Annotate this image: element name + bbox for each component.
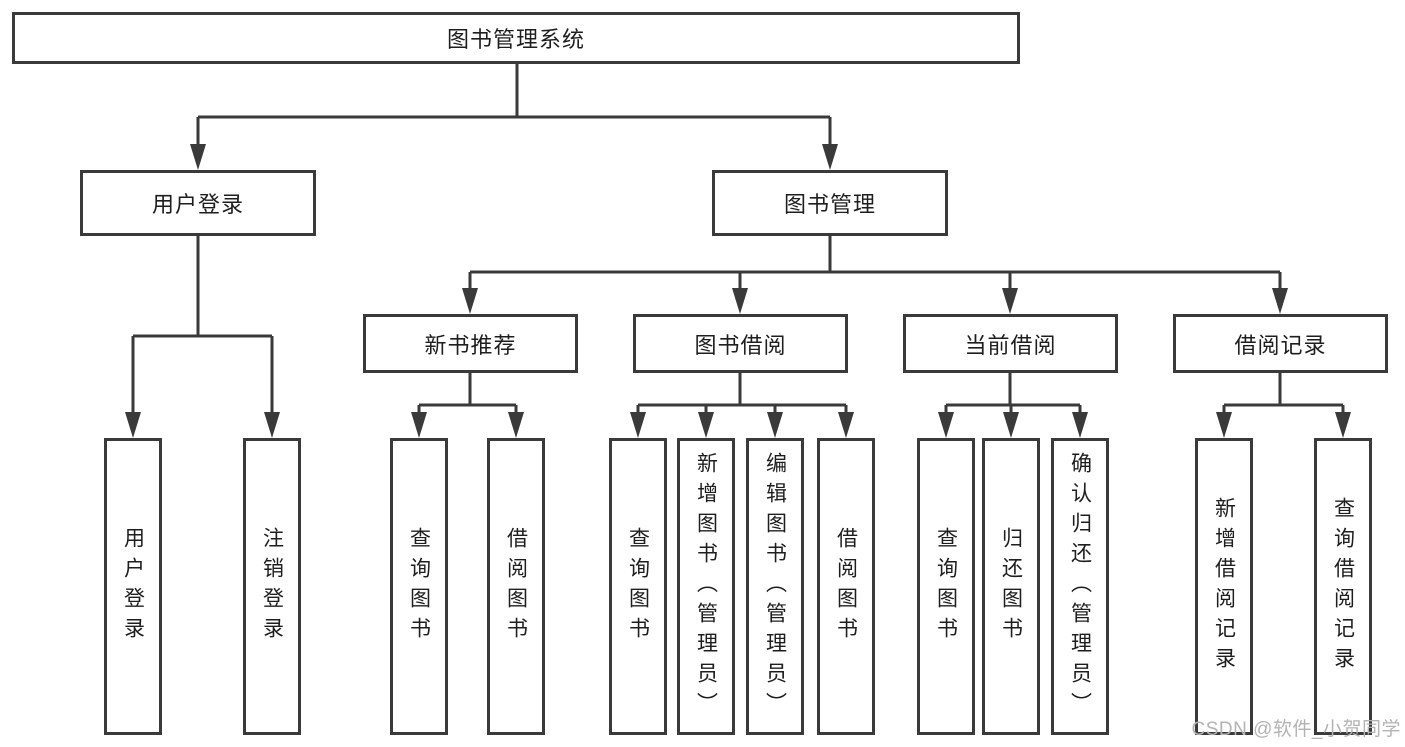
node-book-management-label: 图书管理 — [783, 192, 876, 217]
leaf-confirm-return-admin-label: 确认归还（管理员） — [1068, 451, 1092, 722]
node-library-system: 图书管理系统 — [12, 12, 1020, 64]
leaf-user-login: 用户登录 — [104, 438, 162, 735]
leaf-logout-login: 注销登录 — [243, 438, 301, 735]
leaf-logout-login-label: 注销登录 — [260, 526, 284, 647]
node-current-borrowing-label: 当前借阅 — [964, 332, 1057, 358]
leaf-query-borrow-record-label: 查询借阅记录 — [1331, 496, 1355, 677]
leaf-return-books-label: 归还图书 — [999, 526, 1023, 647]
node-book-borrowing-label: 图书借阅 — [694, 332, 787, 358]
node-library-system-label: 图书管理系统 — [446, 27, 585, 52]
leaf-borrow-books-borrowing-label: 借阅图书 — [834, 526, 858, 647]
leaf-query-books-current: 查询图书 — [917, 438, 975, 735]
leaf-borrow-books-recommend: 借阅图书 — [487, 438, 545, 735]
leaf-return-books: 归还图书 — [982, 438, 1040, 735]
leaf-confirm-return-admin: 确认归还（管理员） — [1051, 438, 1109, 735]
leaf-query-books-borrowing: 查询图书 — [609, 438, 667, 735]
leaf-edit-books-admin: 编辑图书（管理员） — [746, 438, 804, 735]
leaf-add-books-admin-label: 新增图书（管理员） — [694, 451, 718, 722]
node-new-book-recommend: 新书推荐 — [363, 314, 578, 373]
node-user-login-label: 用户登录 — [151, 192, 244, 217]
node-book-management: 图书管理 — [712, 170, 948, 236]
node-borrowing-records-label: 借阅记录 — [1234, 332, 1327, 358]
arrowheads — [125, 144, 1351, 438]
node-user-login: 用户登录 — [80, 170, 316, 236]
leaf-query-books-recommend-label: 查询图书 — [407, 526, 431, 647]
leaf-query-books-recommend: 查询图书 — [390, 438, 448, 735]
node-book-borrowing: 图书借阅 — [633, 314, 848, 373]
node-current-borrowing: 当前借阅 — [903, 314, 1118, 373]
leaf-user-login-label: 用户登录 — [121, 526, 145, 647]
leaf-query-books-current-label: 查询图书 — [934, 526, 958, 647]
leaf-add-borrow-record-label: 新增借阅记录 — [1212, 496, 1236, 677]
node-new-book-recommend-label: 新书推荐 — [424, 332, 517, 358]
leaf-borrow-books-recommend-label: 借阅图书 — [504, 526, 528, 647]
leaf-borrow-books-borrowing: 借阅图书 — [817, 438, 875, 735]
node-borrowing-records: 借阅记录 — [1173, 314, 1388, 373]
leaf-add-books-admin: 新增图书（管理员） — [677, 438, 735, 735]
leaf-add-borrow-record: 新增借阅记录 — [1195, 438, 1253, 735]
leaf-query-books-borrowing-label: 查询图书 — [626, 526, 650, 647]
leaf-edit-books-admin-label: 编辑图书（管理员） — [763, 451, 787, 722]
leaf-query-borrow-record: 查询借阅记录 — [1314, 438, 1372, 735]
csdn-watermark: CSDN @软件_小贺同学 — [1191, 719, 1401, 740]
